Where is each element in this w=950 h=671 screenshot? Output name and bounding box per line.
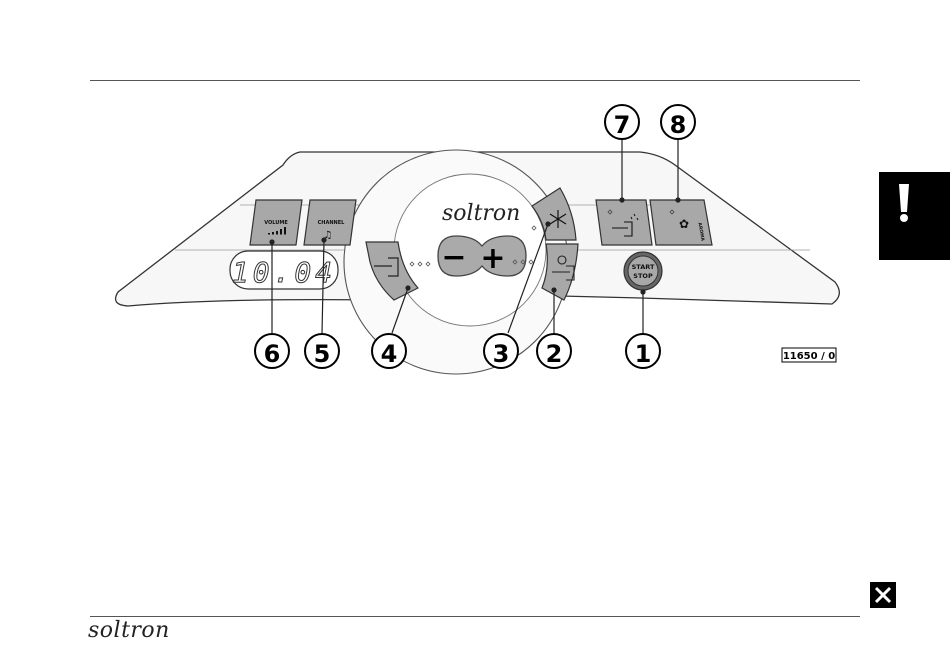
- callout-5: 5: [305, 334, 339, 368]
- svg-text:8: 8: [670, 111, 687, 139]
- callout-8: 8: [661, 105, 695, 139]
- callout-2: 2: [537, 334, 571, 368]
- svg-text:3: 3: [493, 340, 510, 368]
- aroma-button[interactable]: ✿ AROMA: [650, 200, 712, 245]
- stop-label: STOP: [633, 272, 653, 280]
- callout-1: 1: [626, 334, 660, 368]
- svg-text:7: 7: [614, 111, 631, 139]
- callout-3: 3: [484, 334, 518, 368]
- close-button[interactable]: [870, 582, 896, 608]
- mist-button[interactable]: [596, 200, 652, 245]
- figure-code: 11650 / 0: [782, 348, 836, 362]
- panel-brand-logo: soltron: [442, 201, 520, 226]
- callout-4: 4: [372, 334, 406, 368]
- minus-icon[interactable]: −: [441, 240, 466, 275]
- figure-code-text: 11650 / 0: [783, 351, 835, 362]
- svg-text:6: 6: [264, 340, 281, 368]
- channel-label: CHANNEL: [318, 220, 346, 226]
- start-label: START: [632, 263, 655, 271]
- svg-text:1: 1: [635, 340, 652, 368]
- volume-button[interactable]: VOLUME: [250, 200, 302, 245]
- display-value: 10.04: [232, 256, 336, 289]
- callout-6: 6: [255, 334, 289, 368]
- footer-brand-logo: soltron: [88, 618, 170, 643]
- channel-button[interactable]: CHANNEL ♫: [304, 200, 356, 245]
- digital-display: 10.04: [230, 251, 338, 289]
- svg-text:5: 5: [314, 340, 331, 368]
- start-stop-button[interactable]: START STOP: [624, 252, 662, 290]
- flower-icon: ✿: [679, 217, 689, 231]
- volume-label: VOLUME: [264, 220, 288, 226]
- plus-icon[interactable]: +: [480, 241, 505, 276]
- svg-text:4: 4: [381, 340, 398, 368]
- svg-text:2: 2: [546, 340, 563, 368]
- exclamation-icon: [879, 172, 950, 260]
- callout-7: 7: [605, 105, 639, 139]
- minus-plus-control[interactable]: − +: [438, 236, 526, 276]
